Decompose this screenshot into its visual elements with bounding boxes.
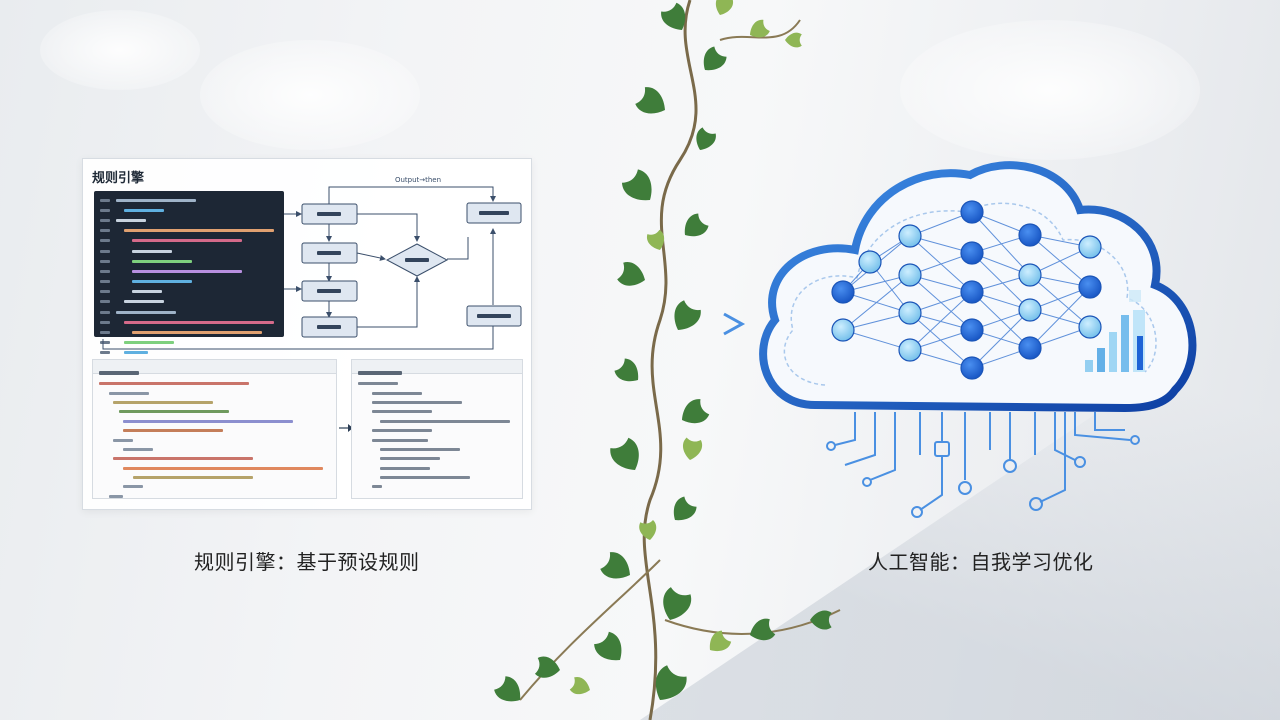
network-node (960, 356, 984, 380)
ai-caption: 人工智能：自我学习优化 (868, 550, 1094, 574)
network-node (1018, 336, 1042, 360)
rule-code-panel (92, 359, 337, 499)
rule-engine-panel: 规则引擎 Output→then (82, 158, 532, 510)
flow-top-label: Output→then (395, 176, 441, 184)
circuit-traces (826, 412, 1140, 518)
sun-patch (40, 10, 200, 90)
network-node (1018, 263, 1042, 287)
rule-flowchart: Output→then (102, 176, 522, 350)
sun-patch (200, 40, 420, 150)
cloud-bar-chart-icon (1085, 290, 1145, 372)
network-node (858, 250, 882, 274)
sun-patch (900, 20, 1200, 160)
network-node (960, 280, 984, 304)
network-node (1018, 223, 1042, 247)
ai-cloud-network (759, 161, 1197, 518)
network-node (1078, 275, 1102, 299)
network-node (898, 263, 922, 287)
network-node (1018, 298, 1042, 322)
network-node (831, 318, 855, 342)
rule-output-panel (351, 359, 523, 499)
network-node (898, 338, 922, 362)
network-node (960, 318, 984, 342)
network-node (898, 224, 922, 248)
network-node (1078, 315, 1102, 339)
network-node (898, 301, 922, 325)
network-node (960, 200, 984, 224)
network-node (1078, 235, 1102, 259)
network-nodes (831, 200, 1102, 380)
network-node (831, 280, 855, 304)
transition-arrow-icon (552, 312, 746, 336)
rule-engine-caption: 规则引擎：基于预设规则 (194, 550, 420, 574)
panel-title: 规则引擎 (92, 171, 145, 186)
rule-code-block (94, 191, 284, 355)
network-node (960, 241, 984, 265)
ivy-vine-decoration (492, 0, 841, 720)
arrow-icon (339, 424, 353, 432)
